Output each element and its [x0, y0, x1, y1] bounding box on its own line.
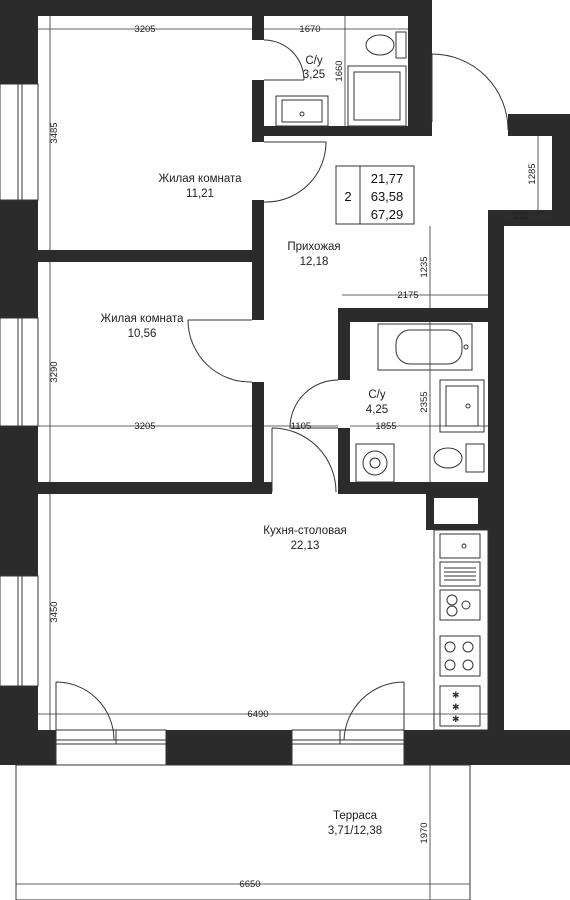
wall-bath2-bottom: [338, 482, 504, 494]
dim-bed2-width: 3205: [134, 421, 155, 432]
shaft-void: [434, 498, 478, 524]
door-kitchen: [271, 427, 337, 493]
cooktop: [439, 635, 481, 677]
wall-bed2-hall-low: [252, 382, 264, 492]
wall-bed2-hall: [252, 262, 264, 320]
toilet-bath1: [365, 31, 407, 59]
kitchen-sink: [439, 533, 481, 559]
terrace-name: Терраса: [333, 810, 378, 822]
bath2-name: С/у: [368, 389, 386, 401]
dim-kitchen-width: 6490: [247, 709, 268, 720]
summary-living-area: 21,77: [371, 171, 404, 186]
svg-text:✱: ✱: [452, 714, 460, 724]
door-entry: [431, 53, 509, 131]
window-bed1: [0, 83, 39, 201]
bedroom2-area: 10,56: [128, 328, 157, 340]
door-terrace-right: [343, 681, 405, 741]
bath2-area: 4,25: [366, 404, 388, 416]
hall-name: Прихожая: [287, 241, 340, 253]
summary-rooms-count: 2: [344, 189, 351, 204]
oven: [439, 589, 481, 621]
dim-hall-width: 2175: [397, 290, 418, 301]
window-bed2: [0, 317, 39, 427]
wall-top: [0, 0, 262, 16]
wall-entry-bottom: [488, 210, 570, 226]
terrace-outline: [15, 764, 471, 900]
wall-bed1-hall-low: [252, 200, 264, 260]
bedroom1-name: Жилая комната: [158, 173, 242, 185]
wall-bath1-left-low: [252, 80, 264, 136]
dim-bath2-height: 2355: [419, 391, 430, 412]
dimension-lines: [16, 16, 552, 900]
window-frames: [17, 84, 404, 745]
bath1-name: С/у: [305, 55, 323, 67]
bedroom2-name: Жилая комната: [100, 313, 184, 325]
wall-bath1-bottom: [252, 126, 432, 136]
dim-terrace-width: 6650: [239, 879, 260, 890]
dim-bath1-height: 1660: [334, 60, 345, 81]
dim-entry-width: 935: [512, 211, 528, 222]
wall-bed2-kitchen: [38, 482, 272, 494]
terrace-area: 3,71/12,38: [328, 825, 382, 837]
doors: [55, 39, 509, 741]
summary-total-with-terrace: 67,29: [371, 207, 404, 222]
kitchen-counter: [433, 529, 489, 731]
wall-bath1-left: [252, 16, 264, 40]
dim-bed1-height: 3485: [49, 122, 60, 143]
dim-bath2-width: 1855: [375, 421, 396, 432]
wall-bath2-left: [338, 308, 350, 380]
svg-text:✱: ✱: [452, 690, 460, 700]
wall-bath2-left-low: [338, 428, 350, 494]
wall-top-bath: [262, 0, 432, 16]
door-bed1: [263, 141, 327, 203]
sink-bath2: [439, 379, 485, 433]
dim-terrace-height: 1970: [419, 822, 430, 843]
kitchen-name: Кухня-столовая: [263, 525, 346, 537]
shower-bath1: [347, 65, 407, 127]
sink-bath1: [275, 95, 329, 127]
bath1-area: 3,25: [303, 69, 325, 81]
door-bath1: [263, 39, 305, 81]
room-labels: С/у 3,25 Жилая комната 11,21 Прихожая 12…: [100, 55, 388, 837]
dimension-labels: 3205 1670 1660 3485 1285 935 1235 2175 3…: [49, 24, 538, 890]
bathtub-bath2: [377, 323, 473, 371]
wall-bed1-bed2: [38, 250, 264, 262]
wall-entry-right: [552, 114, 570, 226]
hall-area: 12,18: [300, 256, 329, 268]
window-terrace-door-right: [291, 729, 405, 766]
dishwasher: [439, 561, 481, 587]
dim-bath1-width: 1670: [299, 24, 320, 35]
wall-bath1-right: [408, 0, 432, 130]
summary-total-area: 63,58: [371, 189, 404, 204]
dim-entry-depth: 1285: [527, 163, 538, 184]
dim-kitchen-height: 3450: [49, 601, 60, 622]
toilet-bath2: [433, 443, 485, 473]
dim-bed2-height: 3290: [49, 361, 60, 382]
bedroom1-area: 11,21: [186, 188, 214, 200]
door-bath2: [289, 379, 339, 429]
area-summary: 2 21,77 63,58 67,29: [335, 165, 415, 225]
washing-machine: [355, 443, 395, 483]
dim-door-gap: 1105: [291, 421, 311, 432]
dim-top-width: 3205: [134, 24, 155, 35]
door-bed2: [187, 319, 253, 383]
wall-bath2-top: [338, 308, 504, 322]
dim-hall-height: 1235: [419, 256, 430, 277]
kitchen-area: 22,13: [291, 540, 320, 552]
refrigerator: ✱ ✱ ✱: [439, 685, 481, 727]
wall-right: [488, 210, 504, 750]
wall-bed1-hall: [252, 136, 264, 142]
window-kitchen: [0, 575, 39, 687]
door-terrace-left: [55, 681, 115, 741]
svg-text:✱: ✱: [452, 702, 460, 712]
window-terrace-door-left: [55, 729, 167, 766]
fixtures: ✱ ✱ ✱: [275, 31, 489, 731]
